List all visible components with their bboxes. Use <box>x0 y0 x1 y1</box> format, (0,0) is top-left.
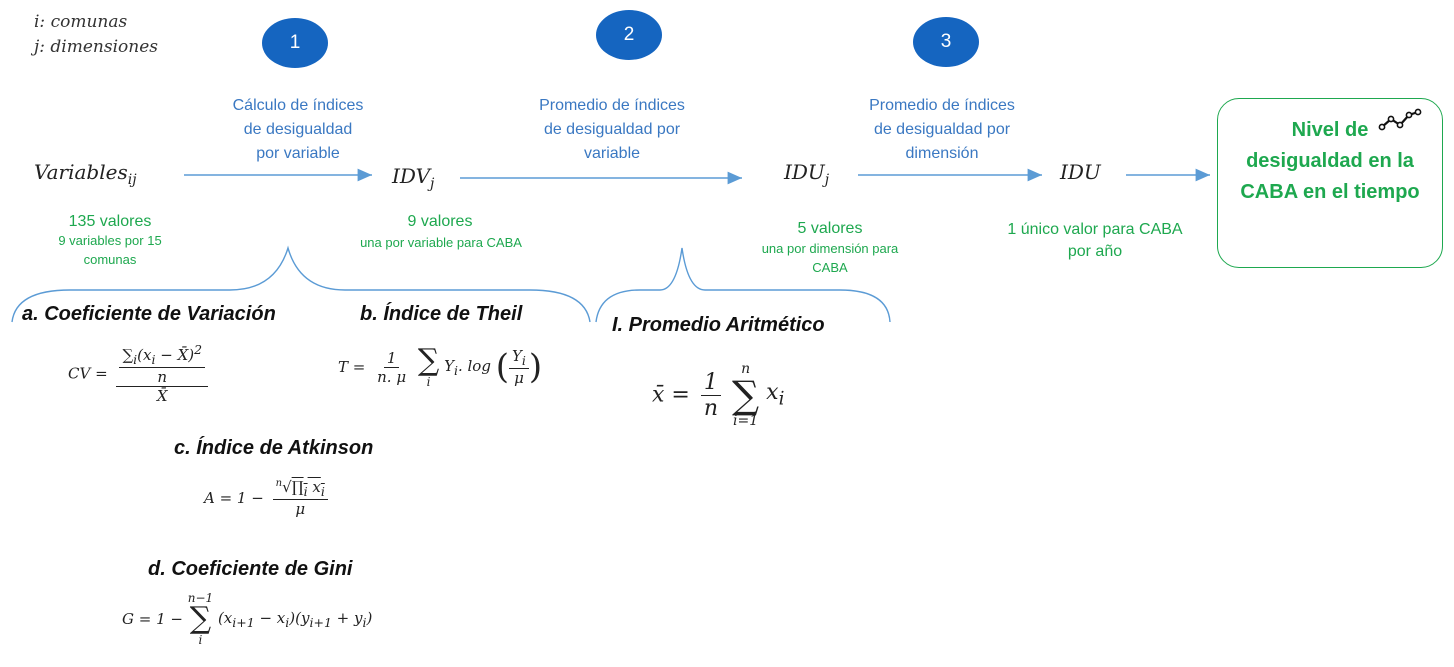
method-c-title: c. Índice de Atkinson <box>174 437 374 459</box>
node-idv: IDVj <box>392 164 435 192</box>
method-a-title: a. Coeficiente de Variación <box>22 303 276 325</box>
node-variables: Variablesij <box>34 160 137 188</box>
trend-line-icon <box>1378 108 1422 131</box>
step-1-circle: 1 <box>262 18 328 68</box>
node-idu: IDU <box>1060 160 1101 184</box>
method-I-title: I. Promedio Aritmético <box>612 314 825 336</box>
count-variables: 135 valores <box>68 213 152 230</box>
count-idv: 9 valores <box>407 213 473 230</box>
step-3-circle: 3 <box>913 17 979 67</box>
legend: i: comunas j: dimensiones <box>34 10 158 60</box>
legend-i: i: comunas <box>34 12 128 32</box>
method-d-title: d. Coeficiente de Gini <box>148 558 353 580</box>
count-idu-j: 5 valores <box>797 220 863 237</box>
step-2-circle: 2 <box>596 10 662 60</box>
brace-left <box>11 245 591 323</box>
legend-j: j: dimensiones <box>34 37 158 57</box>
brace-right <box>595 247 891 323</box>
formula-gini: G = 1 − n−1∑i (xi+1 − xi)(yi+1 + yi) <box>122 591 373 647</box>
method-b-title: b. Índice de Theil <box>360 303 523 325</box>
count-idv-detail: una por variable para CABA <box>360 235 522 250</box>
node-idu-j: IDUj <box>784 160 830 188</box>
